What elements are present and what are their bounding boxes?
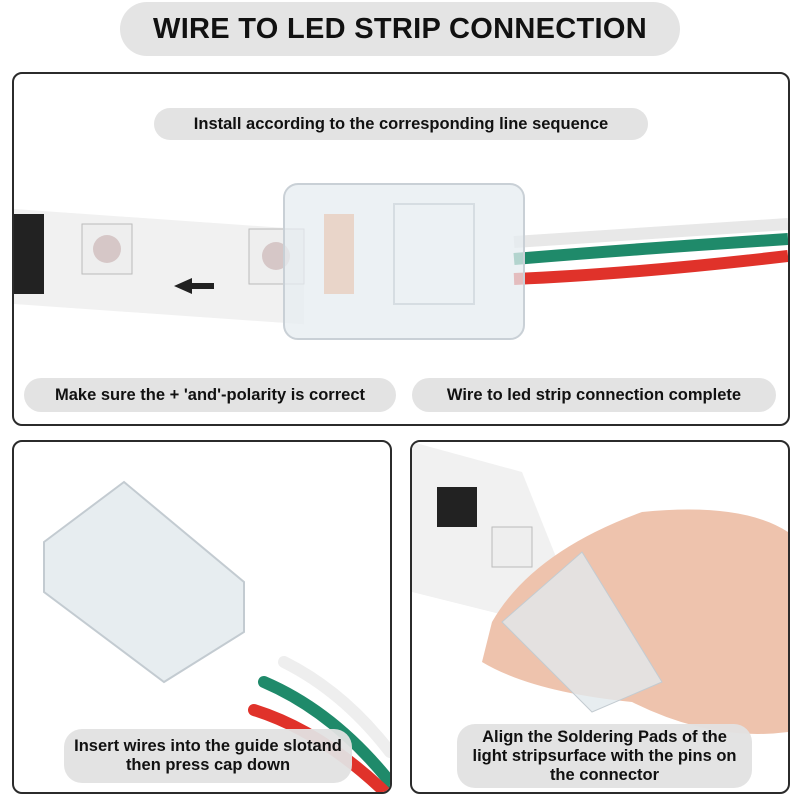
caption-connection-complete: Wire to led strip connection complete (412, 378, 776, 412)
page-title: WIRE TO LED STRIP CONNECTION (120, 2, 680, 56)
bottom-left-panel-insert: Insert wires into the guide slotand then… (12, 440, 392, 794)
strip-connector-illustration (14, 183, 788, 340)
caption-install-sequence: Install according to the corresponding l… (154, 108, 648, 140)
green-wire (258, 676, 390, 788)
caption-polarity: Make sure the + 'and'-polarity is correc… (24, 378, 396, 412)
top-panel-install: Install according to the corresponding l… (12, 72, 790, 426)
bottom-right-panel-align: Align the Soldering Pads of the light st… (410, 440, 790, 794)
white-wire (278, 656, 390, 758)
led-chip (491, 526, 533, 568)
ic-chip (437, 487, 477, 527)
ic-chip (14, 214, 44, 294)
caption-align-pads: Align the Soldering Pads of the light st… (457, 724, 752, 788)
connector (501, 551, 663, 713)
hand-holding-strip-illustration (412, 442, 788, 734)
arrow-left-icon (174, 278, 214, 294)
connector (283, 183, 525, 340)
connector (43, 480, 245, 684)
caption-insert-wires: Insert wires into the guide slotand then… (64, 729, 352, 783)
green-wire (513, 233, 788, 265)
white-wire (513, 218, 788, 248)
red-wire (513, 250, 788, 285)
